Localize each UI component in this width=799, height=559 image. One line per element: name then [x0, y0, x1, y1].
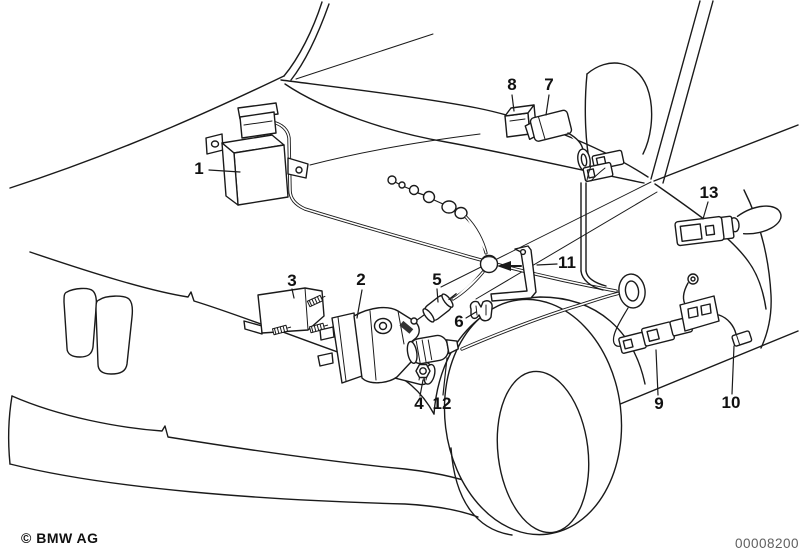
part-6-clip — [469, 300, 493, 322]
copyright-text: © BMW AG — [21, 530, 99, 546]
part-label-4: 4 — [414, 394, 424, 413]
leader-lines — [208, 94, 735, 397]
part-1-control-module — [205, 102, 309, 206]
part-label-10: 10 — [721, 393, 741, 412]
part-label-5: 5 — [432, 270, 442, 289]
part-10-bracket — [679, 273, 753, 347]
part-4-nut — [415, 363, 431, 381]
part-label-2: 2 — [356, 270, 366, 289]
firewall-grommet — [618, 273, 646, 309]
part-13-connector — [674, 205, 782, 247]
part-3-bracket — [243, 287, 329, 336]
front-grille — [63, 287, 134, 375]
part-9-connectors — [618, 314, 700, 354]
document-number: 00008200 — [735, 536, 799, 551]
pointer-arrow — [497, 261, 522, 271]
part-11-bracket — [490, 245, 537, 302]
part-5-cable-sleeve — [422, 293, 457, 323]
part-label-7: 7 — [544, 75, 554, 94]
part-label-3: 3 — [287, 271, 297, 290]
cable-bead-chain — [387, 175, 499, 321]
part-2-actuator — [317, 306, 436, 386]
part-label-9: 9 — [654, 394, 664, 413]
wheel — [433, 296, 646, 536]
part-label-8: 8 — [507, 75, 517, 94]
front-bumper — [7, 395, 489, 518]
part-label-11: 11 — [558, 253, 576, 272]
part-label-1: 1 — [194, 159, 204, 178]
part-label-6: 6 — [454, 312, 464, 331]
part-7-connector — [524, 109, 625, 183]
part-12-cable-end — [406, 334, 459, 365]
wiring-harness — [270, 120, 629, 351]
part-label-12: 12 — [432, 394, 452, 413]
part-label-13: 13 — [699, 183, 719, 202]
